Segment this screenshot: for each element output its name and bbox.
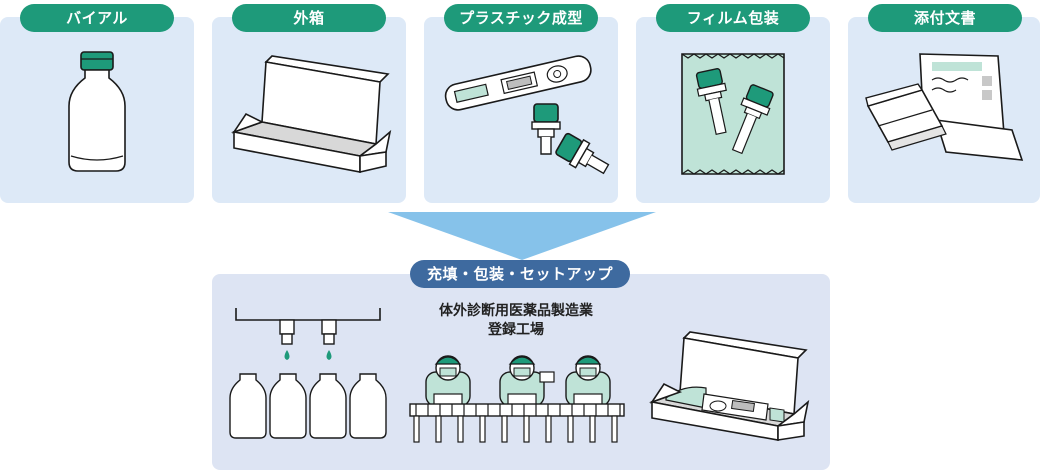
step-label-film-packaging: フィルム包装: [656, 4, 810, 32]
vial-icon: [68, 51, 126, 172]
assembly-line-icon: [409, 355, 625, 443]
document-icon: [865, 53, 1024, 161]
step-label-package-insert: 添付文書: [868, 4, 1022, 32]
facility-title-line1: 体外診断用医薬品製造業: [439, 303, 593, 319]
step-label-vial: バイアル: [20, 4, 174, 32]
film-pouch-icon: [681, 53, 785, 175]
finished-kit-box-icon: [648, 331, 810, 441]
open-box-icon: [230, 55, 392, 174]
setup-step-label: 充填・包装・セットアップ: [410, 260, 630, 288]
facility-title-line2: 登録工場: [488, 322, 544, 338]
filling-machine-icon: [229, 308, 387, 439]
down-arrow-icon: [388, 212, 656, 260]
cap-icon: [531, 103, 561, 155]
worker-icon: [425, 355, 471, 409]
step-label-plastic-molding: プラスチック成型: [444, 4, 598, 32]
step-label-outer-box: 外箱: [232, 4, 386, 32]
test-cartridge-icon: [444, 55, 610, 175]
